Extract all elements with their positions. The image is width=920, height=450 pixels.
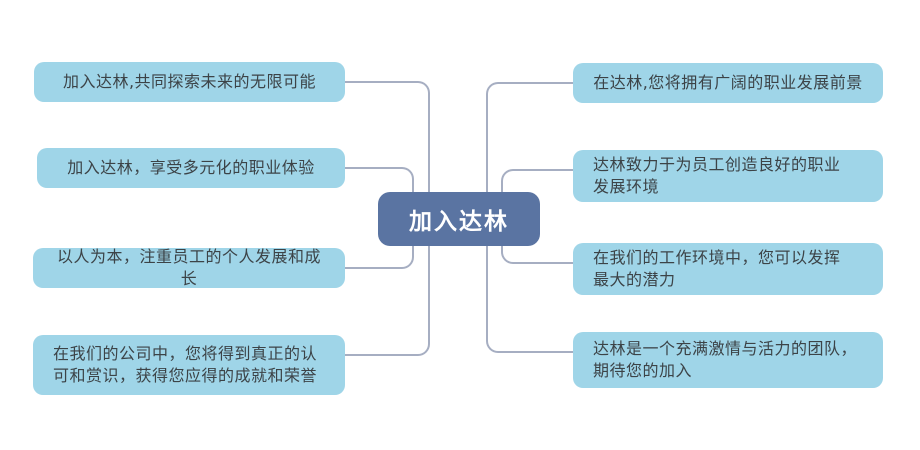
branch-label: 在我们的公司中，您将得到真正的认 可和赏识，获得您应得的成就和荣誉 bbox=[53, 344, 318, 385]
root-node[interactable]: 加入达林 bbox=[378, 192, 540, 246]
branch-label: 加入达林,共同探索未来的无限可能 bbox=[62, 72, 317, 91]
branch-label: 在我们的工作环境中，您可以发挥 最大的潜力 bbox=[593, 248, 841, 289]
branch-label: 在达林,您将拥有广阔的职业发展前景 bbox=[593, 73, 863, 92]
root-label: 加入达林 bbox=[409, 209, 509, 235]
branch-node-left-3[interactable]: 以人为本，注重员工的个人发展和成长 bbox=[33, 247, 345, 288]
branch-node-right-1[interactable]: 在达林,您将拥有广阔的职业发展前景 bbox=[573, 63, 883, 103]
branch-node-right-4[interactable]: 达林是一个充满激情与活力的团队， 期待您的加入 bbox=[573, 332, 883, 388]
branch-label: 加入达林，享受多元化的职业体验 bbox=[67, 158, 315, 177]
branch-label: 以人为本，注重员工的个人发展和成长 bbox=[56, 247, 321, 288]
branch-label: 达林致力于为员工创造良好的职业 发展环境 bbox=[593, 155, 841, 196]
branch-label: 达林是一个充满激情与活力的团队， 期待您的加入 bbox=[593, 339, 858, 380]
branch-node-right-3[interactable]: 在我们的工作环境中，您可以发挥 最大的潜力 bbox=[573, 243, 883, 295]
branch-node-left-4[interactable]: 在我们的公司中，您将得到真正的认 可和赏识，获得您应得的成就和荣誉 bbox=[33, 335, 345, 395]
branch-node-left-1[interactable]: 加入达林,共同探索未来的无限可能 bbox=[34, 62, 345, 102]
branch-node-left-2[interactable]: 加入达林，享受多元化的职业体验 bbox=[37, 148, 345, 188]
branch-node-right-2[interactable]: 达林致力于为员工创造良好的职业 发展环境 bbox=[573, 150, 883, 202]
